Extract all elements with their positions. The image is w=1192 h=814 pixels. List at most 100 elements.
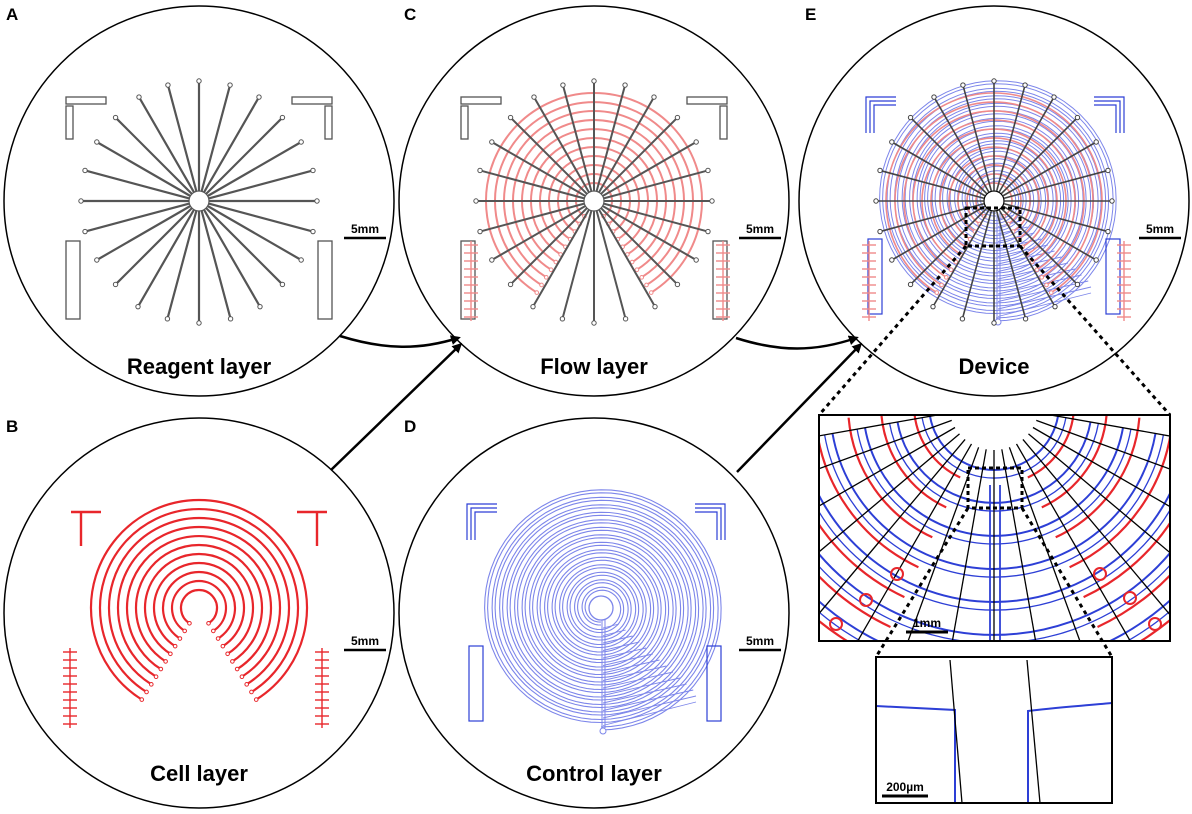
reagent-spoke <box>561 210 593 320</box>
corner-port <box>460 96 502 105</box>
device-channels <box>862 78 1131 326</box>
reagent-spoke <box>208 169 315 200</box>
zoom-reagent-spoke <box>1015 443 1132 641</box>
cell-channel-end <box>249 689 254 695</box>
cell-channel-end <box>948 267 954 272</box>
control-manifold <box>602 641 640 651</box>
panel-reagent-layer: Reagent layer 5mm <box>3 5 395 397</box>
reagent-spoke-end <box>622 316 629 322</box>
reagent-spoke <box>598 96 655 193</box>
reagent-spoke <box>1000 116 1079 195</box>
zoom-reagent-spoke <box>1008 447 1081 641</box>
cell-channel-arc <box>107 516 291 686</box>
zoom-reagent-spoke <box>1036 419 1170 470</box>
reagent-spoke-end <box>531 94 537 100</box>
reagent-spoke <box>909 207 988 286</box>
cell-channel-end <box>239 674 245 679</box>
zoom-cell-end <box>890 567 904 581</box>
reagent-spoke <box>479 169 585 200</box>
cell-channel-end <box>211 628 216 634</box>
reagent-spoke-end <box>489 257 495 263</box>
reagent-spoke <box>509 207 588 286</box>
reagent-spoke <box>479 202 585 233</box>
reagent-spoke-end <box>674 114 681 121</box>
control-corner-port <box>869 100 896 133</box>
reagent-spoke <box>595 84 627 192</box>
zoom-guide-left <box>817 245 968 416</box>
cell-channel-arc <box>116 525 282 678</box>
zoom2-black-left <box>949 659 963 803</box>
cell-channel-end <box>172 643 178 649</box>
cell-channel-end <box>634 267 640 272</box>
cell-layer-title: Cell layer <box>150 761 248 786</box>
cell-corner-port <box>297 510 327 546</box>
reagent-spoke-end <box>889 139 895 145</box>
control-manifold <box>602 647 647 659</box>
reagent-spoke <box>200 210 232 320</box>
zoom-cell-arc <box>819 574 891 628</box>
cell-channel-arc <box>152 561 246 648</box>
zoom-cell-arc <box>1041 415 1108 509</box>
reagent-spoke-end <box>136 94 142 100</box>
reagent-spoke-end <box>196 78 202 84</box>
scale-bar-d: 5mm <box>739 634 781 652</box>
side-chamber <box>317 240 333 320</box>
reagent-spoke-end <box>507 114 514 121</box>
scale-label-e: 5mm <box>1146 222 1174 236</box>
cell-channel-end <box>144 689 149 695</box>
control-manifold <box>997 280 1089 302</box>
reagent-spoke <box>1000 207 1079 286</box>
panel-flow-layer: Flow layer 5mm <box>398 5 790 397</box>
zoom-cell-end <box>1148 617 1162 631</box>
cell-channel-end <box>225 651 230 657</box>
cell-channel-end <box>534 290 540 295</box>
arrow-d-to-e <box>736 342 863 473</box>
zoom-cell-arc <box>1083 521 1170 599</box>
cell-channel-arc <box>89 498 309 701</box>
panel-letter-e: E <box>805 5 816 24</box>
reagent-hub <box>583 190 605 212</box>
reagent-spoke-end <box>705 228 711 235</box>
scale-label-a: 5mm <box>351 222 379 236</box>
reagent-spoke <box>1002 205 1097 261</box>
reagent-spoke <box>879 169 985 199</box>
cell-channel-end <box>1034 267 1040 272</box>
zoom-reagent-spoke <box>856 443 973 641</box>
zoom-cell-arc <box>819 522 905 599</box>
reagent-channels <box>65 78 333 326</box>
reagent-spoke <box>1003 169 1109 199</box>
device-hub <box>983 190 1005 212</box>
reagent-spoke-end <box>991 78 997 84</box>
corner-port <box>719 105 728 140</box>
cell-channel-end <box>253 697 259 702</box>
cell-channel-end <box>220 643 226 649</box>
reagent-spoke <box>603 202 709 233</box>
cell-channel-end <box>934 290 940 295</box>
reagent-spoke-end <box>674 281 681 288</box>
cell-channel-end <box>177 636 183 641</box>
corner-port <box>65 96 107 105</box>
scale-bar-b: 5mm <box>344 634 386 652</box>
reagent-spoke-end <box>530 303 536 310</box>
corner-port <box>460 105 469 140</box>
cell-channel-end <box>539 282 544 288</box>
zoom2-guide-right <box>1020 507 1114 658</box>
reagent-spoke-end <box>693 257 699 263</box>
device-title: Device <box>959 354 1030 379</box>
control-manifold <box>997 286 1092 310</box>
reagent-spoke <box>490 205 586 261</box>
reagent-spoke <box>891 205 986 261</box>
cell-channel-end <box>944 275 949 280</box>
control-manifold <box>602 683 687 704</box>
control-manifold <box>602 623 620 629</box>
control-trunk-end <box>599 727 607 735</box>
panel-cell-layer: Cell layer 5mm <box>3 417 395 809</box>
side-chamber <box>65 240 81 320</box>
side-chamber <box>712 240 728 320</box>
reagent-spoke-end <box>165 82 171 88</box>
reagent-spoke-end <box>196 320 202 326</box>
reagent-spoke <box>136 209 195 308</box>
control-manifold <box>602 629 626 636</box>
cell-channel-arc <box>125 535 273 671</box>
